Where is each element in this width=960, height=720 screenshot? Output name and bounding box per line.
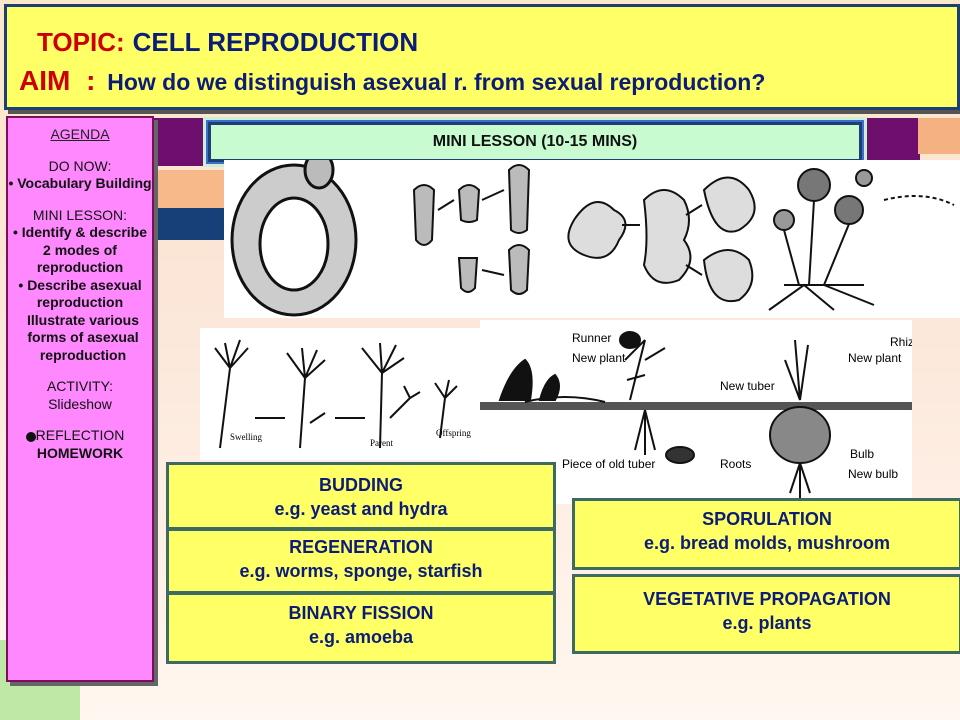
do-now-item: Vocabulary Building [8, 175, 152, 193]
old-tuber-label: Piece of old tuber [562, 457, 655, 471]
hydra-offspring-label: Offspring [436, 428, 471, 438]
title-box: TOPIC:CELL REPRODUCTION AIM : How do we … [4, 4, 960, 110]
budding-box: BUDDING e.g. yeast and hydra [166, 462, 556, 530]
roots-label: Roots [720, 457, 751, 471]
hydra-panel: Swelling Parent Offspring [200, 328, 490, 460]
top-illustration-panel [224, 160, 960, 318]
aim-separator: : [86, 65, 96, 96]
budding-title: BUDDING [319, 475, 403, 495]
mini-lesson-item: Describe asexual reproduction [8, 277, 152, 312]
mini-lesson-banner: MINI LESSON (10-15 MINS) [206, 120, 864, 164]
planaria-illustration [412, 164, 531, 295]
activity-value: Slideshow [48, 395, 112, 412]
stray-bullet-dot [26, 432, 36, 442]
agenda-panel: AGENDA DO NOW: Vocabulary Building MINI … [6, 116, 154, 682]
decor-orange-block [150, 170, 230, 208]
sporulation-box: SPORULATION e.g. bread molds, mushroom [572, 498, 960, 570]
amoeba-illustration [567, 176, 756, 303]
regeneration-example: e.g. worms, sponge, starfish [239, 561, 483, 581]
bulb-label: Bulb [850, 447, 874, 461]
vegetative-propagation-illustration: Runner New plant New tuber New plant Rhi… [480, 331, 912, 498]
hydra-parent-label: Parent [370, 438, 393, 448]
do-now-label: DO NOW: [48, 157, 112, 174]
new-plant-label-2: New plant [848, 351, 902, 365]
hydra-budding-illustration: Swelling Parent Offspring [214, 339, 471, 449]
binary-fission-example: e.g. amoeba [308, 627, 414, 647]
regeneration-title: REGENERATION [289, 537, 433, 557]
mini-lesson-item: Illustrate various forms of asexual repr… [26, 311, 140, 363]
hydra-swelling-label: Swelling [230, 432, 263, 442]
sporulation-example: e.g. bread molds, mushroom [643, 533, 891, 553]
vegetative-box: VEGETATIVE PROPAGATION e.g. plants [572, 574, 960, 654]
agenda-heading: AGENDA [50, 126, 110, 142]
yeast-cell-illustration [230, 160, 358, 317]
mini-lesson-item: Identify & describe 2 modes of reproduct… [8, 224, 152, 277]
decor-peach-right [918, 118, 960, 154]
budding-example: e.g. yeast and hydra [274, 499, 448, 519]
mini-lesson-label: MINI LESSON: [32, 206, 128, 223]
regeneration-box: REGENERATION e.g. worms, sponge, starfis… [166, 528, 556, 594]
new-tuber-label: New tuber [720, 379, 775, 393]
topic-line: TOPIC:CELL REPRODUCTION [37, 27, 418, 58]
binary-fission-title: BINARY FISSION [288, 603, 434, 623]
reflection-item: REFLECTION [35, 427, 125, 443]
vegetative-title: VEGETATIVE PROPAGATION [643, 589, 891, 609]
aim-line: AIM : How do we distinguish asexual r. f… [19, 65, 765, 97]
new-plant-label: New plant [572, 351, 626, 365]
vegetative-panel: Runner New plant New tuber New plant Rhi… [480, 320, 912, 504]
aim-label: AIM [19, 65, 71, 96]
asexual-illustrations-top [230, 160, 955, 317]
runner-label: Runner [572, 331, 611, 345]
sporulation-title: SPORULATION [702, 509, 832, 529]
homework-item: HOMEWORK [36, 444, 124, 461]
activity-label: ACTIVITY: [46, 378, 114, 394]
topic-label: TOPIC: [37, 27, 125, 57]
rhizome-label: Rhiz [890, 335, 912, 349]
bread-mold-illustration [768, 168, 955, 311]
aim-value: How do we distinguish asexual r. from se… [107, 69, 766, 95]
vegetative-example: e.g. plants [722, 613, 812, 633]
topic-value: CELL REPRODUCTION [132, 27, 419, 57]
binary-fission-box: BINARY FISSION e.g. amoeba [166, 592, 556, 664]
new-bulb-label: New bulb [848, 467, 898, 481]
